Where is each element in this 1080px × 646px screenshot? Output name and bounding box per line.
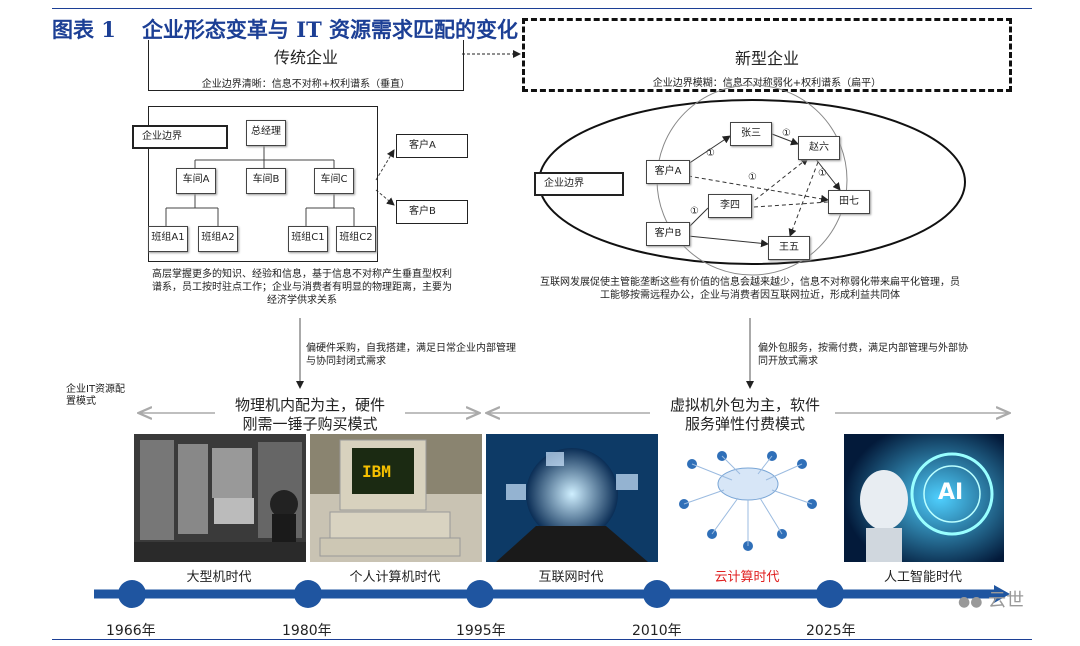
traditional-caption: 高层掌握更多的知识、经验和信息，基于信息不对称产生垂直型权利谱系，员工按时驻点工… bbox=[152, 269, 452, 306]
era-label-internet: 互联网时代 bbox=[538, 570, 604, 585]
traditional-org-frame bbox=[148, 106, 378, 262]
ibm-screen-text: IBM bbox=[362, 462, 391, 481]
internet-era-image bbox=[486, 434, 658, 562]
new-caption: 互联网发展促使主管能垄断这些有价值的信息会越来越少，信息不对称弱化带来扁平化管理… bbox=[540, 277, 960, 301]
era-label-ai: 人工智能时代 bbox=[883, 570, 962, 585]
timeline-dot-1995 bbox=[466, 580, 494, 608]
traditional-it-need: 偏硬件采购，自我搭建，满足日常企业内部管理与协同封闭式需求 bbox=[306, 343, 516, 367]
ibm-pc-illustration bbox=[310, 434, 482, 562]
new-subheading: 企业边界模糊：信息不对称弱化+权利谱系（扁平） bbox=[652, 78, 882, 89]
timeline-dot-1980 bbox=[294, 580, 322, 608]
network-node-wangwu: 王五 bbox=[768, 236, 810, 260]
traditional-subheading: 企业边界清晰：信息不对称+权利谱系（垂直） bbox=[201, 79, 411, 90]
cloud-network-illustration bbox=[679, 451, 817, 551]
traditional-heading: 传统企业 bbox=[273, 48, 338, 67]
new-model: 虚拟机外包为主，软件 服务弹性付费模式 bbox=[645, 396, 845, 434]
year-1966: 1966年 bbox=[106, 623, 156, 639]
era-label-mainframe: 大型机时代 bbox=[186, 570, 252, 585]
network-node-customer-a: 客户A bbox=[646, 160, 690, 184]
top-rule bbox=[52, 8, 1032, 9]
new-header-box: 新型企业 企业边界模糊：信息不对称弱化+权利谱系（扁平） bbox=[522, 18, 1012, 92]
traditional-boundary-label: 企业边界 bbox=[132, 125, 228, 149]
figure-number: 图表 1 bbox=[52, 17, 116, 42]
timeline-dot-2010 bbox=[643, 580, 671, 608]
wechat-icon: ●● bbox=[958, 594, 983, 610]
edge-label: ① bbox=[690, 206, 699, 217]
edge-label: ① bbox=[748, 172, 757, 183]
pc-era-image: IBM bbox=[310, 434, 482, 562]
year-1995: 1995年 bbox=[456, 623, 506, 639]
network-node-tianqi: 田七 bbox=[828, 190, 870, 214]
new-model-line2: 服务弹性付费模式 bbox=[684, 415, 805, 433]
traditional-model-line2: 刚需一锤子购买模式 bbox=[242, 415, 378, 433]
mainframe-era-image bbox=[134, 434, 306, 562]
org-node-workshop-b: 车间B bbox=[246, 168, 286, 194]
ai-robot-illustration bbox=[844, 434, 1004, 562]
ai-era-image: AI bbox=[844, 434, 1004, 562]
ai-badge-text: AI bbox=[938, 480, 964, 505]
new-heading: 新型企业 bbox=[734, 49, 799, 68]
traditional-model-line1: 物理机内配为主，硬件 bbox=[234, 396, 385, 414]
network-node-zhangsan: 张三 bbox=[730, 122, 772, 146]
org-node-workshop-a: 车间A bbox=[176, 168, 216, 194]
org-node-team-c2: 班组C2 bbox=[336, 226, 376, 252]
traditional-model: 物理机内配为主，硬件 刚需一锤子购买模式 bbox=[210, 396, 410, 434]
watermark: ●● 云世 bbox=[958, 586, 1024, 612]
figure-title-text: 企业形态变革与 IT 资源需求匹配的变化 bbox=[141, 17, 519, 42]
org-node-team-a1: 班组A1 bbox=[148, 226, 188, 252]
figure-title: 图表 1 企业形态变革与 IT 资源需求匹配的变化 bbox=[52, 14, 518, 44]
edge-label: ① bbox=[818, 168, 827, 179]
internet-hands-illustration bbox=[486, 434, 658, 562]
customer-a-box: 客户A bbox=[396, 134, 468, 158]
new-boundary-label: 企业边界 bbox=[534, 172, 624, 196]
network-node-lisi: 李四 bbox=[708, 194, 752, 218]
timeline-dot-1966 bbox=[118, 580, 146, 608]
org-node-team-c1: 班组C1 bbox=[288, 226, 328, 252]
mainframe-illustration bbox=[134, 434, 306, 562]
year-2010: 2010年 bbox=[632, 623, 682, 639]
bottom-rule bbox=[52, 639, 1032, 640]
cloud-era-image bbox=[662, 434, 834, 562]
year-1980: 1980年 bbox=[282, 623, 332, 639]
year-2025: 2025年 bbox=[806, 623, 856, 639]
it-config-axis-label: 企业IT资源配置模式 bbox=[66, 384, 126, 407]
era-label-pc: 个人计算机时代 bbox=[349, 570, 441, 585]
new-it-need: 偏外包服务，按需付费，满足内部管理与外部协同开放式需求 bbox=[758, 343, 968, 367]
org-node-manager: 总经理 bbox=[246, 120, 286, 146]
network-node-zhaoliu: 赵六 bbox=[798, 136, 840, 160]
customer-b-box: 客户B bbox=[396, 200, 468, 224]
timeline-dot-2025 bbox=[816, 580, 844, 608]
org-node-team-a2: 班组A2 bbox=[198, 226, 238, 252]
edge-label: ① bbox=[782, 128, 791, 139]
network-node-customer-b: 客户B bbox=[646, 222, 690, 246]
edge-label: ① bbox=[706, 148, 715, 159]
traditional-header-box: 传统企业 企业边界清晰：信息不对称+权利谱系（垂直） bbox=[148, 40, 464, 91]
watermark-text: 云世 bbox=[988, 590, 1025, 611]
org-node-workshop-c: 车间C bbox=[314, 168, 354, 194]
new-model-line1: 虚拟机外包为主，软件 bbox=[669, 396, 820, 414]
era-label-cloud: 云计算时代 bbox=[714, 570, 780, 585]
